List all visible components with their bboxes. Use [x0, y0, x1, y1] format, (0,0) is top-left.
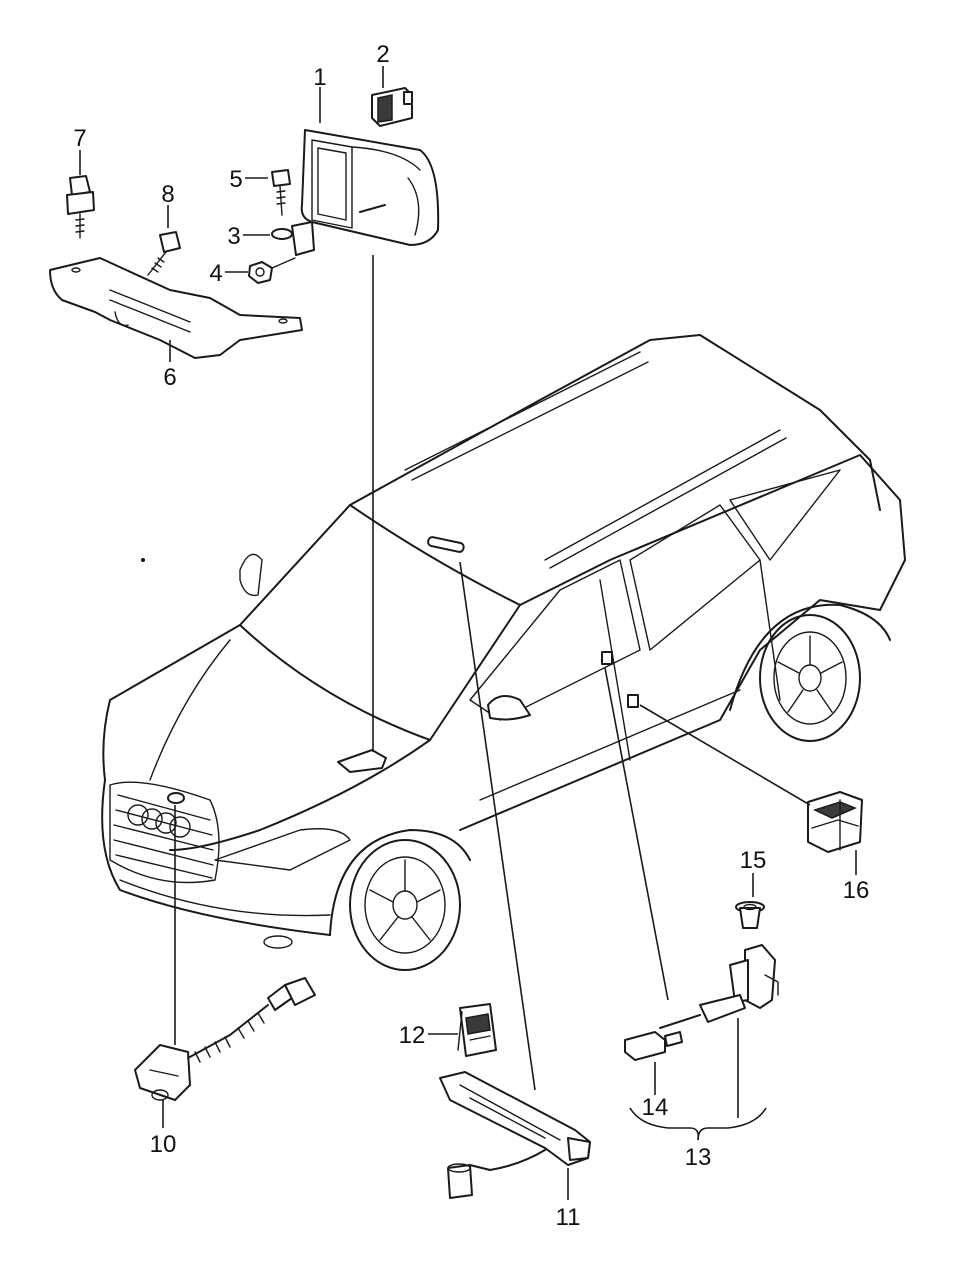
logo-rings	[127, 804, 191, 838]
part-13-assembly	[659, 944, 779, 1029]
part-11-sensor	[439, 1071, 591, 1199]
callout-labels: 1 2 3 4 5 6 7 8 10 11 12 13 14 15 16	[73, 41, 869, 1231]
part-16-switch	[807, 791, 863, 853]
part-4-nut	[248, 257, 296, 284]
part-3-washer	[271, 221, 315, 256]
callout-10: 10	[150, 1131, 177, 1158]
front-wheel	[349, 839, 461, 971]
roof-sensor-marker	[427, 536, 465, 553]
callout-15: 15	[740, 847, 767, 874]
part-6-bracket	[49, 257, 303, 359]
callout-7: 7	[73, 125, 86, 152]
hood-sensor-marker	[337, 749, 387, 773]
door-switch-marker	[627, 694, 639, 708]
callout-16: 16	[843, 877, 870, 904]
leader-lines	[79, 66, 857, 1200]
callout-3: 3	[227, 223, 240, 250]
part-7-bolt	[66, 175, 95, 239]
callout-12: 12	[399, 1022, 426, 1049]
callout-5: 5	[229, 166, 242, 193]
grille-sensor-marker	[167, 792, 185, 804]
callout-1: 1	[313, 64, 326, 91]
rear-wheel	[759, 614, 861, 742]
callout-2: 2	[376, 41, 389, 68]
part-14-plug	[624, 1031, 683, 1061]
grille-bars	[113, 794, 214, 879]
part-12-connector	[457, 1003, 497, 1057]
part-8-bolt	[147, 231, 181, 276]
callout-11: 11	[556, 1204, 581, 1231]
part-2-connector	[371, 87, 413, 127]
callout-13: 13	[685, 1144, 712, 1171]
part-1-siren	[300, 129, 440, 246]
callout-6: 6	[163, 364, 176, 391]
callout-8: 8	[161, 181, 174, 208]
vehicle-illustration	[101, 334, 906, 971]
part-15-grommet	[735, 901, 765, 929]
part-5-bolt	[271, 169, 291, 216]
callout-14: 14	[642, 1094, 669, 1121]
part-10-sensor	[134, 977, 316, 1101]
door-sensor-marker	[601, 651, 613, 665]
callout-4: 4	[209, 260, 222, 287]
